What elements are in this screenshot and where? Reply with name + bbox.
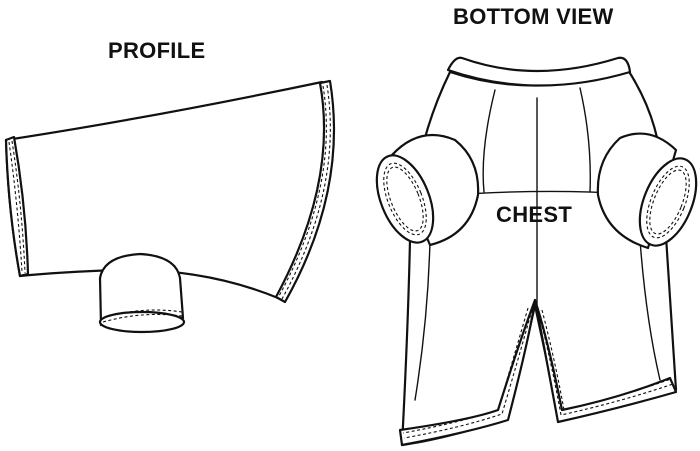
chest-label: CHEST <box>496 202 573 227</box>
bottom-seam-lower-right <box>639 239 661 381</box>
bottom-right-cuff <box>638 157 698 247</box>
profile-label: PROFILE <box>108 38 206 63</box>
bottom-right-flap-band <box>533 298 678 424</box>
bottom-view-label: BOTTOM VIEW <box>453 4 614 29</box>
bottom-left-flap-band <box>398 298 537 447</box>
bottom-seam-right <box>579 87 591 193</box>
profile-rear-band <box>274 79 336 304</box>
bottom-left-sleeve <box>390 133 480 247</box>
bottom-seam-lower-left <box>414 239 431 401</box>
bottom-seam-left <box>482 89 496 193</box>
profile-neck-band <box>4 135 30 278</box>
bottom-body <box>400 68 678 447</box>
profile-garment <box>4 79 336 334</box>
bottom-left-cuff <box>375 154 435 244</box>
profile-leg-cuff <box>98 310 186 334</box>
bottom-collar <box>446 56 632 87</box>
bottom-right-sleeve <box>596 132 678 250</box>
bottom-view-garment <box>375 56 698 447</box>
